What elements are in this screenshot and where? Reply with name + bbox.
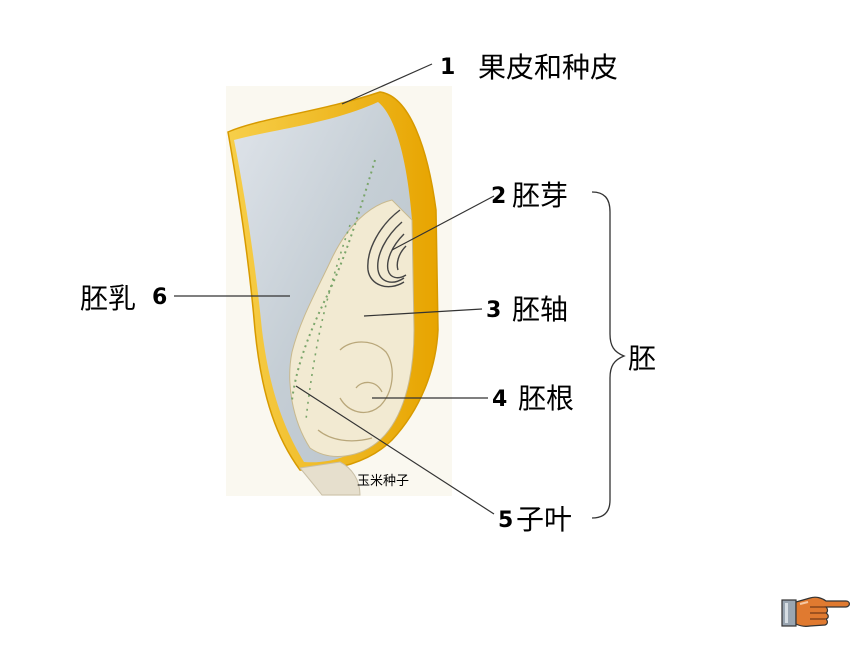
embryo [289,199,415,457]
scutellum-outline-inner [305,224,351,421]
leader-lines [174,63,495,515]
label-endosperm-text: 胚乳 [80,282,137,315]
label-embryo: 胚 [628,342,657,375]
radicle [317,341,393,442]
label-pericarp-number: 1 [440,55,456,80]
label-plumule-number: 2 [491,184,507,209]
label-radicle-text: 胚根 [518,382,575,415]
label-plumule-text: 胚芽 [512,179,569,212]
pedicel [299,461,361,496]
label-radicle-number: 4 [492,387,508,412]
label-endosperm-number: 6 [152,285,168,310]
next-slide-button[interactable] [780,592,852,634]
line-hypocotyl [363,308,483,317]
embryo-brace [591,191,626,519]
line-pericarp [341,63,433,105]
pointing-hand-icon [781,596,850,627]
label-pericarp-text: 果皮和种皮 [478,51,619,84]
label-cotyledon-number: 5 [498,508,514,533]
line-plumule [391,195,495,251]
label-hypocotyl-text: 胚轴 [512,293,569,326]
label-hypocotyl-number: 3 [486,298,502,323]
plumule [367,209,407,288]
seed-caption: 玉米种子 [357,474,410,489]
scutellum-outline [291,159,376,401]
label-cotyledon-text: 子叶 [516,503,573,536]
line-cotyledon [295,385,495,515]
